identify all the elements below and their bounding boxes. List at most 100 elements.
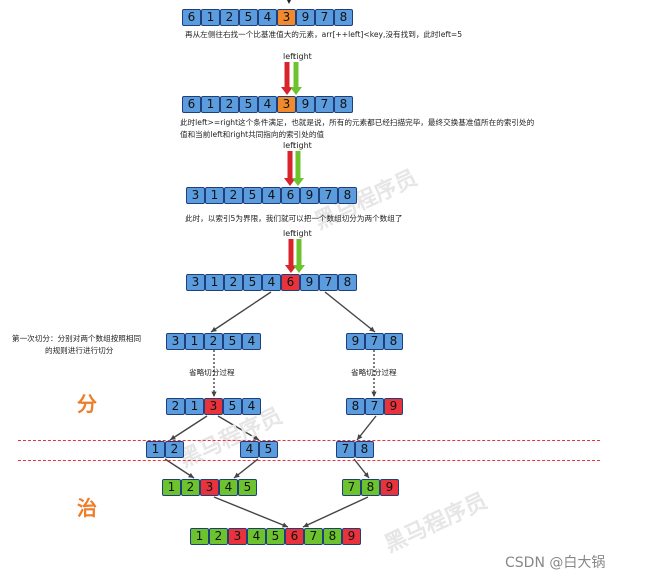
divider-line-top: [18, 440, 600, 441]
array-cell: 7: [319, 274, 338, 291]
array-cell: 9: [296, 96, 315, 113]
pointer-label-right-3: right: [293, 229, 312, 238]
array-cell: 9: [342, 528, 361, 545]
array-cell: 5: [239, 9, 258, 26]
left-pointer-2-shaft: [287, 151, 293, 179]
array-cell: 1: [201, 9, 220, 26]
phase-label-divide: 分: [77, 392, 97, 416]
array-cell: 2: [204, 333, 223, 350]
array-cell: 9: [296, 9, 315, 26]
array-cell: 7: [304, 528, 323, 545]
array-cell: 7: [319, 187, 338, 204]
caption-step2-line2: 值和当前left和right共同指向的索引处的值: [180, 130, 325, 139]
array-cell: 3: [186, 274, 205, 291]
array-cell: 3: [204, 398, 223, 415]
array-cell: 9: [380, 479, 399, 496]
array-cell: 2: [166, 398, 185, 415]
array-cell: 3: [228, 528, 247, 545]
arrowhead: [303, 522, 309, 528]
caption-step3: 此时，以索引5为界限，我们就可以把一个数组切分为两个数组了: [185, 214, 403, 223]
arrowhead: [369, 326, 375, 332]
left-pointer-1-head: [281, 87, 293, 95]
array-cell: 2: [220, 9, 239, 26]
array-cell: 7: [315, 9, 334, 26]
array-cell: 8: [338, 274, 357, 291]
left-pointer-3-shaft: [288, 239, 294, 266]
array-cell: 4: [219, 479, 238, 496]
array-cell: 8: [338, 187, 357, 204]
arrowhead: [211, 326, 217, 332]
pointer-label-right-1: right: [293, 52, 312, 61]
array-cell: 3: [277, 96, 296, 113]
array-cell: 4: [240, 441, 259, 458]
arrowhead: [188, 472, 194, 478]
array-cell: 9: [300, 274, 319, 291]
array-cell: 9: [346, 333, 365, 350]
array-cell: 7: [315, 96, 334, 113]
arrowhead: [371, 391, 377, 397]
caption-omit-left: 省略切分过程: [189, 368, 235, 377]
right-pointer-2-shaft: [295, 151, 301, 179]
array-cell: 4: [258, 9, 277, 26]
array-cell: 3: [200, 479, 219, 496]
right-pointer-1-head: [290, 87, 302, 95]
array-cell: 1: [185, 398, 204, 415]
array-cell: 1: [185, 333, 204, 350]
array-cell: 9: [300, 187, 319, 204]
caption-step2-line1: 此时left>=right这个条件满足，也就是说，所有的元素都已经扫描完毕，最终…: [180, 118, 535, 127]
array-cell: 4: [262, 274, 281, 291]
array-cell: 2: [224, 274, 243, 291]
array-cell: 8: [384, 333, 403, 350]
connector-line: [210, 291, 272, 333]
connector-line: [169, 415, 208, 441]
array-cell: 8: [334, 9, 353, 26]
caption-first-split-line1: 第一次切分：分别对两个数组按照相同: [12, 334, 142, 343]
credit-watermark: CSDN @白大锅: [505, 555, 606, 571]
arrowhead: [234, 472, 240, 478]
pointer-label-left-2: left: [283, 141, 296, 150]
array-cell: 4: [247, 528, 266, 545]
array-cell: 5: [238, 479, 257, 496]
array-cell: 7: [365, 333, 384, 350]
pointer-label-right-2: right: [293, 141, 312, 150]
array-cell: 4: [242, 398, 261, 415]
array-cell: 3: [186, 187, 205, 204]
array-cell: 5: [243, 274, 262, 291]
left-pointer-2-head: [284, 178, 296, 186]
array-cell: 1: [201, 96, 220, 113]
array-cell: 9: [384, 398, 403, 415]
array-cell: 7: [365, 398, 384, 415]
array-cell: 1: [205, 274, 224, 291]
array-cell: 8: [334, 96, 353, 113]
phase-label-conquer: 治: [77, 496, 97, 520]
pointer-label-left-1: left: [283, 52, 296, 61]
divider-line-bottom: [18, 460, 600, 461]
caption-omit-right: 省略切分过程: [351, 368, 397, 377]
array-cell: 8: [346, 398, 365, 415]
connector-line: [213, 496, 289, 528]
array-cell: 5: [223, 333, 242, 350]
arrowhead: [170, 434, 176, 440]
arrowhead: [211, 391, 217, 397]
array-cell: 3: [277, 9, 296, 26]
pointer-label-left-3: left: [283, 229, 296, 238]
array-cell: 1: [205, 187, 224, 204]
arrowhead: [282, 522, 288, 528]
array-cell: 5: [243, 187, 262, 204]
array-cell: 2: [209, 528, 228, 545]
array-cell: 6: [182, 96, 201, 113]
caption-first-split-line2: 的规则进行进行切分: [45, 346, 114, 355]
array-cell: 1: [146, 441, 165, 458]
array-cell: 7: [336, 441, 355, 458]
array-cell: 2: [224, 187, 243, 204]
array-cell: 1: [190, 528, 209, 545]
array-cell: 8: [355, 441, 374, 458]
array-cell: 1: [162, 479, 181, 496]
array-cell: 5: [239, 96, 258, 113]
array-cell: 6: [281, 187, 300, 204]
right-pointer-1-shaft: [293, 62, 299, 88]
connector-line: [302, 496, 369, 528]
caption-step1: 再从左侧往右找一个比基准值大的元素，arr[++left]<key,没有找到，此…: [185, 30, 463, 39]
